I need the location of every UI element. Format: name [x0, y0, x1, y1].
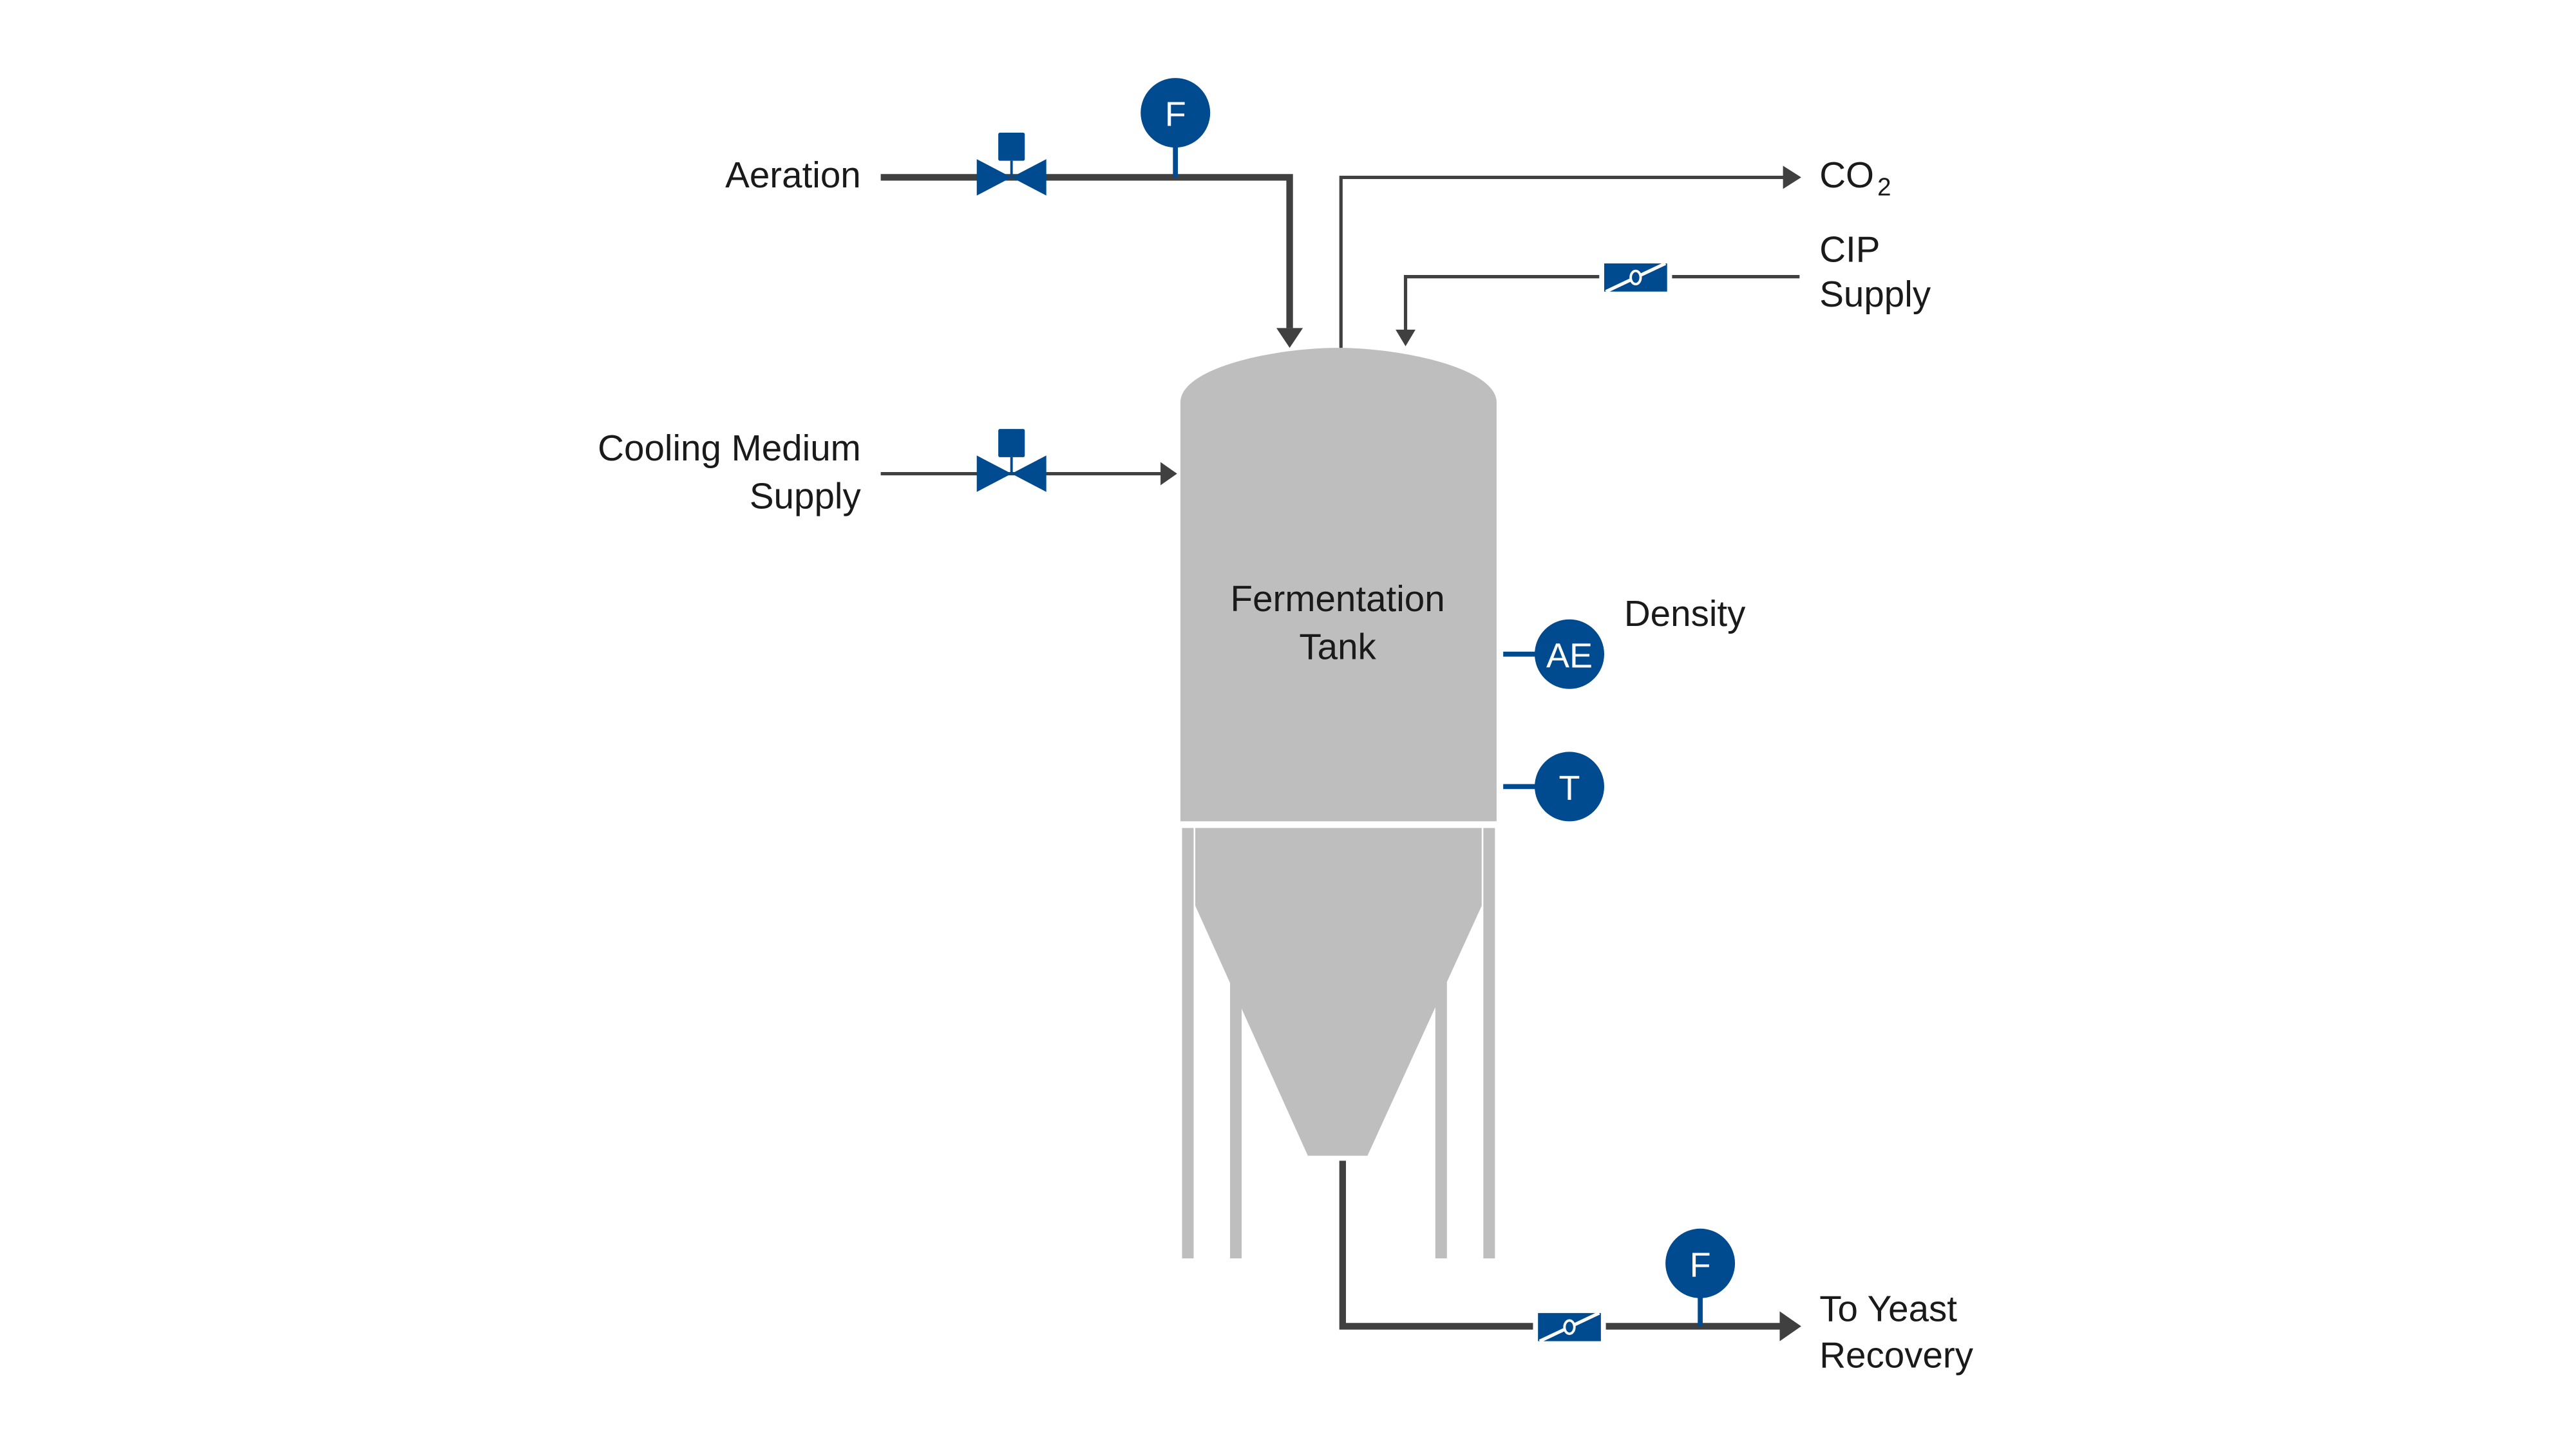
flow-instrument-icon — [1141, 78, 1211, 148]
density-label: Density — [1624, 593, 1746, 634]
yeast-pipe — [1339, 1160, 1782, 1330]
cip-label-line1: CIP — [1819, 229, 1880, 269]
aeration-arrow-icon — [1276, 328, 1303, 348]
yeast-butterfly-valve-icon[interactable] — [1533, 1311, 1606, 1343]
cooling-control-valve-icon[interactable] — [976, 429, 1046, 492]
cooling-label-line1: Cooling Medium — [598, 428, 861, 468]
cooling-medium-line: Cooling Medium Supply — [598, 428, 1177, 516]
tank-cone — [1195, 828, 1482, 1156]
tank-label-line2: Tank — [1299, 626, 1376, 667]
yeast-label-line1: To Yeast — [1819, 1289, 1957, 1329]
yeast-flow-instrument[interactable]: F — [1665, 1228, 1736, 1327]
tank-label-line1: Fermentation — [1231, 578, 1445, 619]
cip-butterfly-valve-icon[interactable] — [1599, 261, 1672, 294]
yeast-label-line2: Recovery — [1819, 1335, 1974, 1376]
cip-label-line2: Supply — [1819, 274, 1931, 314]
aeration-flow-instrument[interactable]: F — [1141, 78, 1211, 178]
instrument-tag: T — [1559, 769, 1580, 808]
flow-instrument-icon — [1665, 1228, 1736, 1298]
temperature-instrument[interactable]: T — [1503, 752, 1605, 822]
cooling-arrow-icon — [1160, 462, 1177, 486]
instrument-tag: AE — [1546, 636, 1593, 675]
density-instrument[interactable]: AE Density — [1503, 593, 1746, 689]
fermentation-tank: Fermentation Tank — [1180, 348, 1497, 1259]
tank-body — [1180, 402, 1497, 822]
cip-arrow-icon — [1396, 329, 1416, 346]
temperature-instrument-icon — [1535, 752, 1605, 822]
tank-leg — [1230, 960, 1242, 1259]
cooling-label-line2: Supply — [750, 476, 862, 516]
tank-leg — [1435, 960, 1447, 1259]
aeration-label: Aeration — [725, 155, 861, 195]
instrument-tag: F — [1165, 95, 1186, 134]
co2-pipe — [1339, 175, 1785, 348]
aeration-line: Aeration F — [725, 78, 1303, 348]
tank-dome — [1180, 348, 1497, 402]
co2-arrow-icon — [1783, 166, 1801, 189]
instrument-tag: F — [1690, 1245, 1711, 1284]
tank-leg — [1483, 828, 1495, 1259]
aeration-control-valve-icon[interactable] — [976, 132, 1046, 196]
aeration-pipe — [880, 174, 1293, 328]
cip-pipe — [1403, 275, 1800, 332]
yeast-arrow-icon — [1779, 1311, 1801, 1341]
tank-leg — [1182, 828, 1194, 1259]
cip-supply-line: CIP Supply — [1396, 229, 1931, 346]
yeast-recovery-line: F To Yeast Recovery — [1339, 1160, 1974, 1376]
analyzer-instrument-icon — [1535, 619, 1605, 689]
